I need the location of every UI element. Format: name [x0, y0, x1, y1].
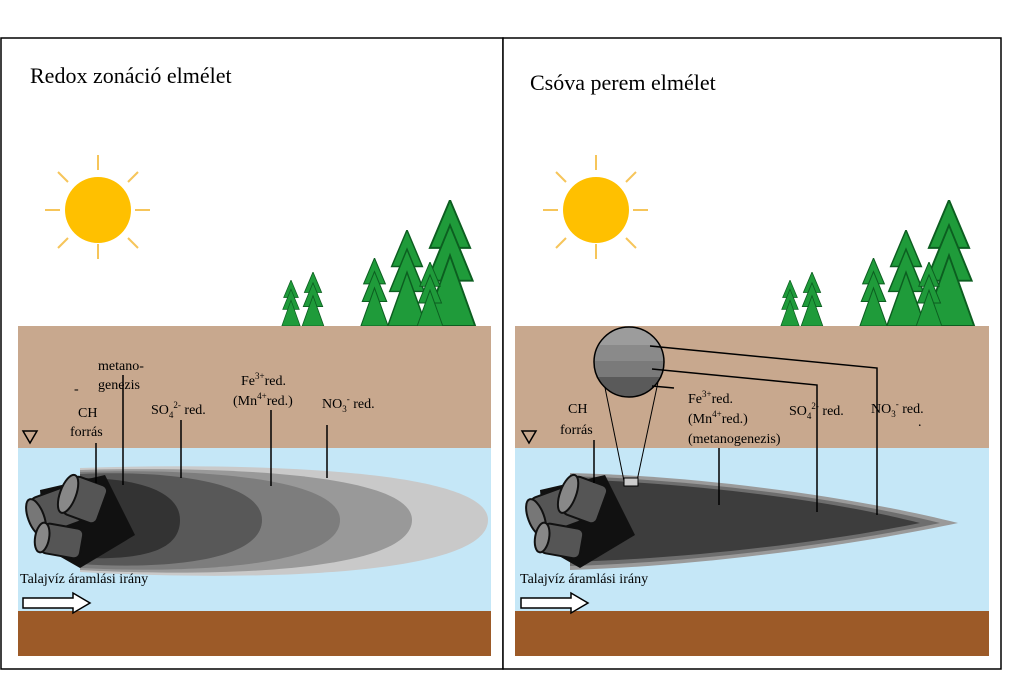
plume-fringe-right: [570, 473, 958, 570]
label-dash: -: [74, 382, 79, 397]
label-metano-line2: genezis: [98, 378, 140, 393]
left-panel-title: Redox zonáció elmélet: [30, 63, 232, 88]
sun-icon: [45, 155, 150, 259]
left-panel: Redox zonáció elmélet: [0, 37, 504, 670]
barrel-icon: [525, 473, 635, 568]
right-panel-title: Csóva perem elmélet: [530, 70, 716, 95]
label-so4: SO42- red.: [151, 400, 206, 420]
label-fe: Fe3+red.: [688, 389, 733, 407]
bedrock-layer: [515, 611, 989, 656]
label-no3: NO3- red.: [322, 394, 375, 414]
flow-arrow-icon: [22, 591, 92, 615]
right-panel: Csóva perem elmélet: [502, 37, 1002, 670]
label-ch: CH: [78, 406, 97, 421]
water-table-icon: [21, 430, 39, 445]
sun-icon: [543, 155, 648, 259]
soil-layer: [515, 326, 989, 448]
label-forras: forrás: [560, 423, 593, 438]
bedrock-layer: [18, 611, 491, 656]
label-so4: SO42- red.: [789, 401, 844, 421]
soil-layer: [18, 326, 491, 448]
barrel-icon: [25, 473, 135, 568]
label-dot: .: [918, 415, 922, 430]
plume-zones-left: [80, 466, 488, 576]
leader-lines-left: [95, 375, 328, 486]
flow-direction-label: Talajvíz áramlási irány: [20, 572, 148, 587]
leader-lines-right: [593, 345, 878, 515]
zone-plume-core: [570, 479, 920, 562]
label-mn: (Mn4+red.): [688, 409, 748, 427]
water-table-icon: [520, 430, 538, 445]
label-forras: forrás: [70, 425, 103, 440]
flow-direction-label: Talajvíz áramlási irány: [520, 572, 648, 587]
label-metanogenezis: (metanogenezis): [688, 432, 781, 447]
label-ch: CH: [568, 402, 587, 417]
label-metano-line1: metano-: [98, 359, 144, 374]
label-mn: (Mn4+red.): [233, 391, 293, 409]
flow-arrow-icon: [520, 591, 590, 615]
label-fe: Fe3+red.: [241, 371, 286, 389]
label-no3: NO3- red.: [871, 399, 924, 419]
